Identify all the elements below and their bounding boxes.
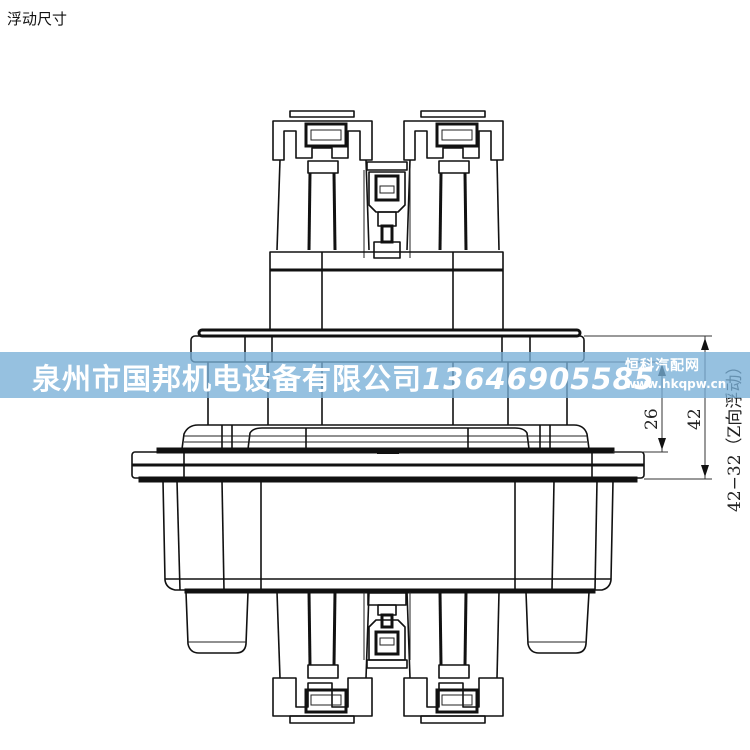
watermark-site: 恒科汽配网 www.hkqpw.cn (625, 355, 726, 391)
dimension-42: 42 (685, 408, 705, 430)
watermark-site-name: 恒科汽配网 (625, 358, 700, 374)
lower-housing (162, 480, 614, 594)
watermark-site-url: www.hkqpw.cn (625, 377, 727, 391)
watermark-banner (0, 352, 750, 398)
watermark-company-name: 泉州市国邦机电设备有限公司 (32, 362, 423, 396)
bottom-right-connector (403, 591, 504, 724)
bottom-left-foot (185, 591, 249, 654)
watermark-phone: 13646905585 (422, 362, 655, 396)
top-center-latch (363, 161, 411, 259)
top-right-connector (403, 110, 504, 251)
dimension-26: 26 (642, 408, 662, 430)
top-left-connector (272, 110, 373, 251)
bottom-left-connector (272, 591, 373, 724)
bottom-right-foot (525, 591, 590, 654)
watermark-company: 泉州市国邦机电设备有限公司13646905585 (32, 356, 655, 398)
page-title: 浮动尺寸 (7, 10, 68, 28)
upper-housing (269, 251, 504, 331)
main-flange (131, 424, 645, 483)
bottom-center-latch (363, 592, 411, 669)
